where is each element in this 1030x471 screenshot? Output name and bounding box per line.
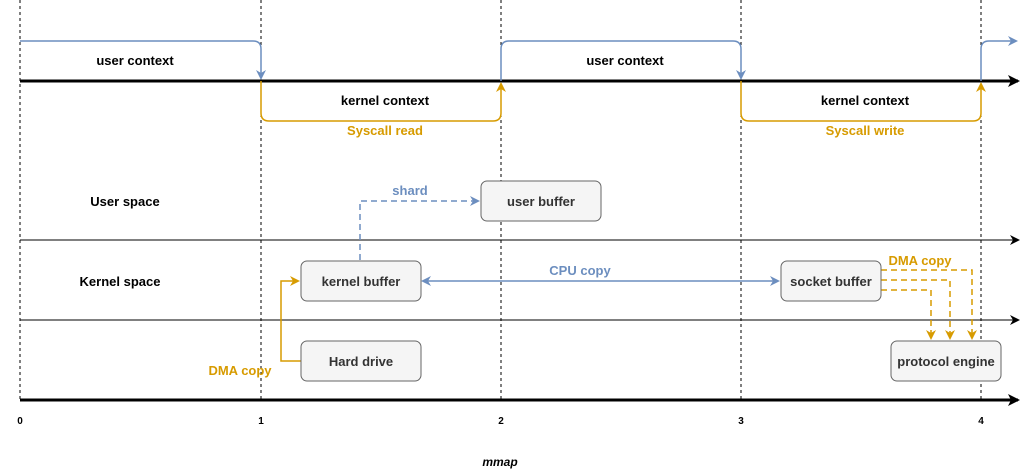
kernel-buffer-box[interactable]: kernel buffer: [300, 260, 422, 302]
user-context-label-2: user context: [586, 53, 664, 68]
diagram-caption: mmap: [482, 455, 517, 469]
protocol-engine-box[interactable]: protocol engine: [890, 340, 1002, 382]
protocol-engine-label: protocol engine: [897, 354, 995, 369]
kernel-context-label-1: kernel context: [341, 93, 430, 108]
shard-edge: [359, 196, 480, 260]
syscall-write-label: Syscall write: [826, 123, 905, 138]
dma-copy-in-label: DMA copy: [208, 363, 272, 378]
tick-label-1: 1: [258, 416, 264, 427]
kernel-buffer-label: kernel buffer: [322, 274, 401, 289]
cpu-copy-label: CPU copy: [549, 263, 611, 278]
user-space-label: User space: [90, 194, 159, 209]
shard-label: shard: [392, 183, 427, 198]
kernel-context-flow-2: [740, 81, 986, 122]
user-context-flow-2: [500, 40, 746, 81]
user-context-flow-1: [20, 40, 266, 80]
user-buffer-label: user buffer: [507, 194, 575, 209]
kernel-context-flow-1: [260, 81, 506, 122]
dma-copy-out-edge-1: [881, 269, 977, 340]
dma-copy-out-label: DMA copy: [888, 253, 952, 268]
tick-label-2: 2: [498, 416, 504, 427]
kernel-context-label-2: kernel context: [821, 93, 910, 108]
dma-copy-in-edge: [280, 276, 301, 362]
socket-buffer-label: socket buffer: [790, 274, 872, 289]
kernel-space-label: Kernel space: [80, 274, 161, 289]
cpu-copy-arrowhead-left: [421, 276, 431, 286]
syscall-read-label: Syscall read: [347, 123, 423, 138]
tick-label-0: 0: [17, 416, 23, 427]
socket-buffer-box[interactable]: socket buffer: [780, 260, 882, 302]
hard-drive-label: Hard drive: [329, 354, 393, 369]
user-context-label-1: user context: [96, 53, 174, 68]
user-context-flow-3: [980, 36, 1018, 81]
tick-label-4: 4: [978, 416, 984, 427]
dma-copy-out-edge-3: [881, 289, 936, 340]
hard-drive-box[interactable]: Hard drive: [300, 340, 422, 382]
tick-label-3: 3: [738, 416, 744, 427]
dma-copy-out-edge-2: [881, 279, 955, 340]
user-buffer-box[interactable]: user buffer: [480, 180, 602, 222]
